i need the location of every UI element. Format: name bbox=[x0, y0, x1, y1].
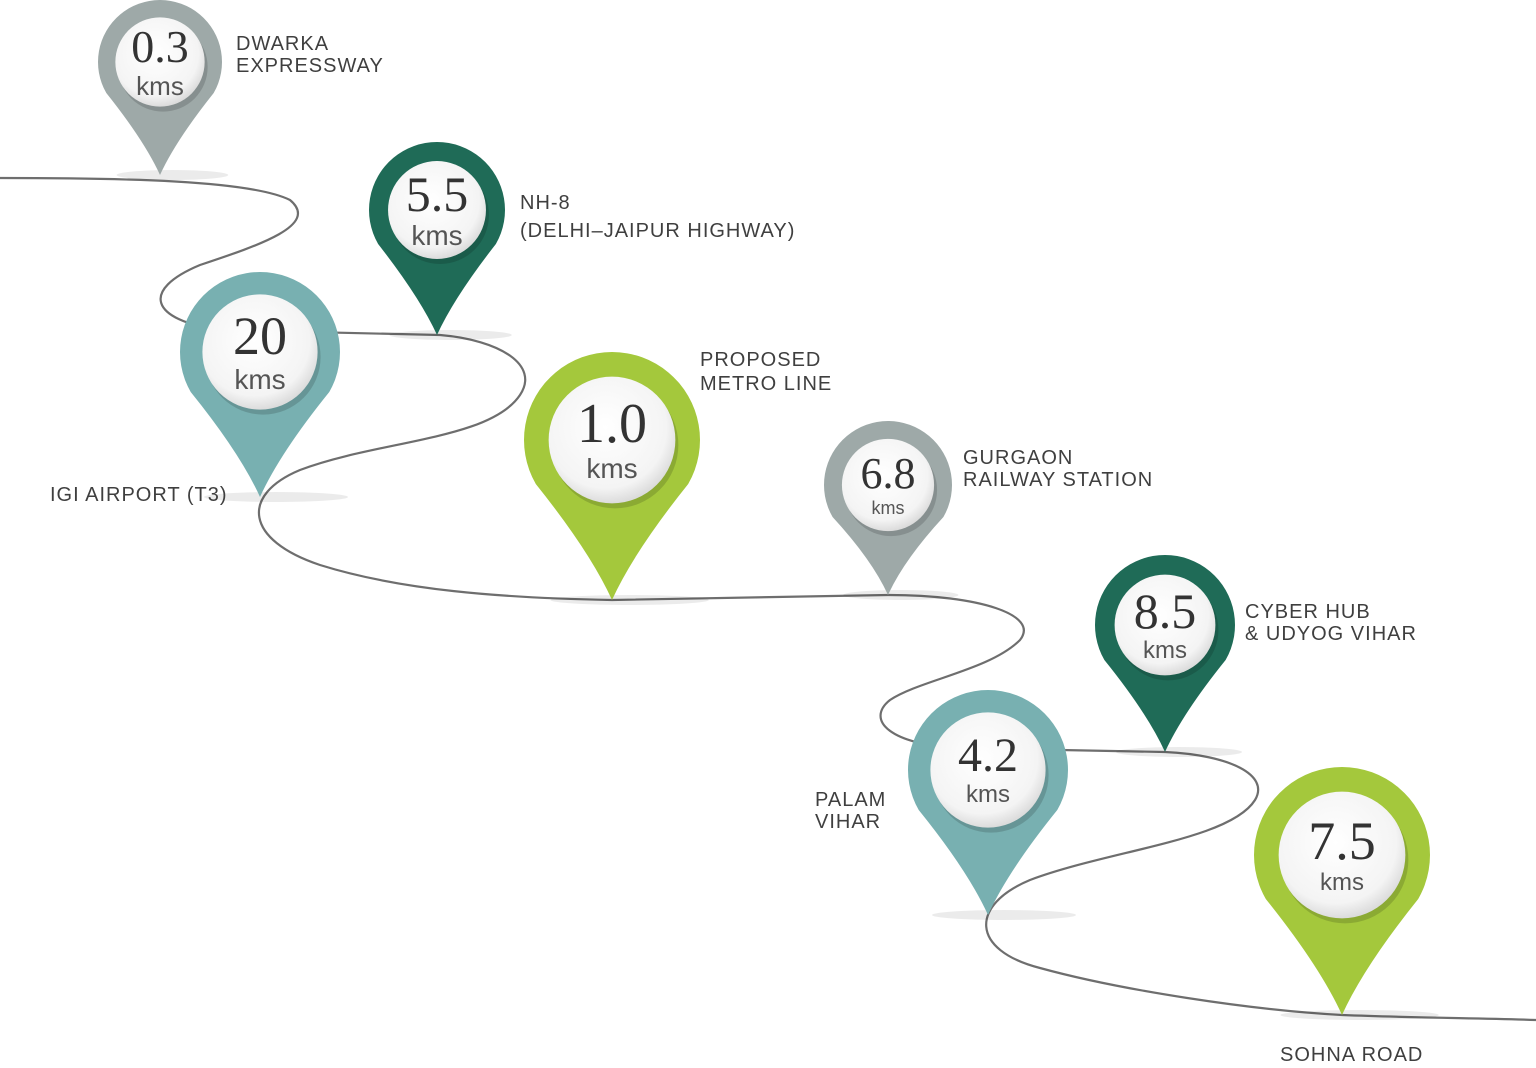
distance-unit: kms bbox=[586, 453, 638, 485]
distance-value: 7.5 bbox=[1308, 811, 1376, 872]
distance-unit: kms bbox=[871, 498, 905, 519]
map-pin-icon bbox=[98, 0, 229, 180]
label-line: SOHNA ROAD bbox=[1280, 1044, 1424, 1066]
label-line: RAILWAY STATION bbox=[963, 469, 1154, 491]
label-line: EXPRESSWAY bbox=[236, 55, 384, 77]
distance-value: 1.0 bbox=[577, 393, 647, 456]
distance-unit: kms bbox=[1320, 869, 1364, 897]
location-label-sohna: SOHNA ROAD bbox=[1280, 1044, 1423, 1066]
map-pin-icon bbox=[369, 141, 512, 340]
label-line: METRO LINE bbox=[700, 373, 833, 395]
distance-unit: kms bbox=[411, 220, 463, 252]
distance-unit: kms bbox=[234, 364, 286, 396]
distance-unit: kms bbox=[1143, 637, 1187, 665]
distance-value: 20 bbox=[233, 306, 287, 367]
map-pin-icon bbox=[824, 420, 959, 600]
location-label-igi: IGI AIRPORT (T3) bbox=[50, 484, 228, 506]
label-line: IGI AIRPORT (T3) bbox=[50, 484, 228, 506]
label-line: NH-8 bbox=[520, 192, 571, 214]
distance-unit: kms bbox=[136, 71, 184, 102]
label-line: GURGAON bbox=[963, 447, 1074, 469]
distance-unit: kms bbox=[966, 781, 1010, 809]
location-label-nh8: NH-8 (DELHI–JAIPUR HIGHWAY) bbox=[520, 189, 795, 245]
label-line: VIHAR bbox=[815, 811, 882, 833]
label-line: PALAM bbox=[815, 789, 887, 811]
location-label-cyberhub: CYBER HUB& UDYOG VIHAR bbox=[1245, 601, 1417, 645]
map-pin-icon bbox=[180, 271, 348, 502]
map-pin-icon bbox=[908, 689, 1076, 920]
distance-value: 4.2 bbox=[958, 729, 1018, 783]
label-line: CYBER HUB bbox=[1245, 601, 1371, 623]
map-pin-icon bbox=[524, 351, 709, 605]
label-line: & UDYOG VIHAR bbox=[1245, 623, 1417, 645]
distance-value: 8.5 bbox=[1133, 583, 1197, 640]
label-line: PROPOSED bbox=[700, 349, 822, 371]
distance-value: 6.8 bbox=[860, 449, 916, 499]
distance-value: 0.3 bbox=[131, 21, 189, 73]
label-line: (DELHI–JAIPUR HIGHWAY) bbox=[520, 220, 796, 242]
map-pin-icon bbox=[1254, 766, 1439, 1020]
label-line: DWARKA bbox=[236, 33, 330, 55]
map-pin-icon bbox=[1095, 554, 1242, 757]
distance-value: 5.5 bbox=[405, 166, 469, 223]
